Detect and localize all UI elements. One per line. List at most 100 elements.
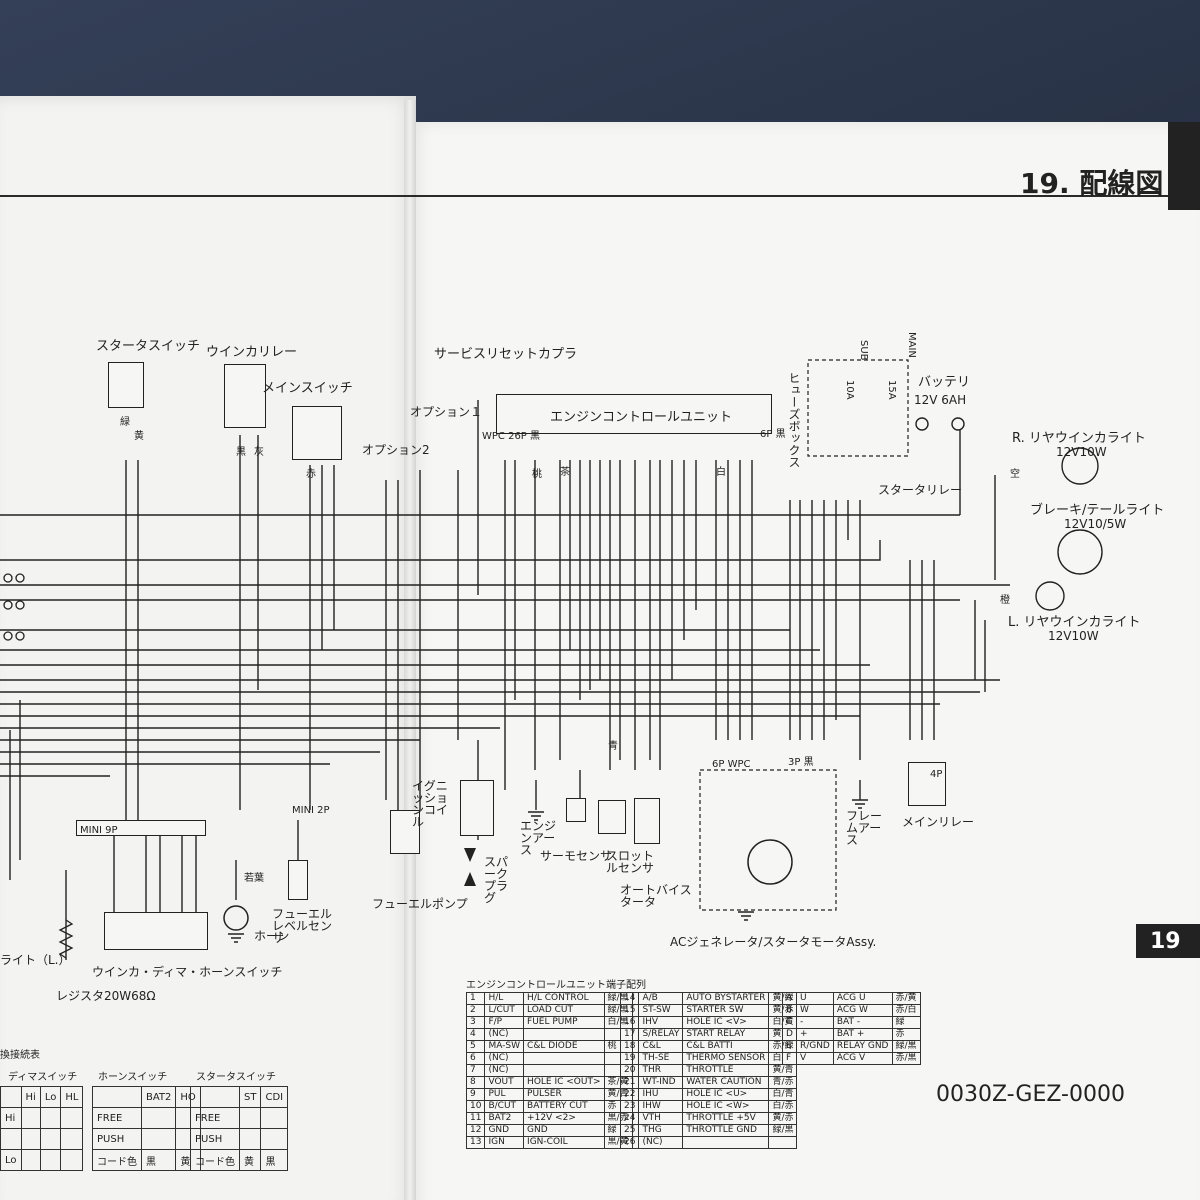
wire-tag: 桃 [532, 469, 542, 480]
pin-row: D+BAT +赤 [782, 1028, 921, 1041]
horn-symbol [223, 905, 249, 931]
auto-bystarter-label: オートバイスタータ [620, 883, 692, 909]
switch-cell: BAT2 [140, 1086, 177, 1108]
switch-cell [140, 1107, 177, 1129]
pin-cell: 9 [465, 1088, 486, 1101]
switch-cell: 黒 [260, 1149, 289, 1171]
pin-row: C-BAT -緑 [782, 1016, 921, 1029]
pin-cell: 白/赤 [768, 1100, 798, 1113]
auto-bystarter-box [598, 800, 626, 834]
connector-pin [3, 573, 13, 583]
pin-cell [523, 1052, 605, 1065]
pin-cell: L/CUT [484, 1004, 525, 1017]
switch-cell: コード色 [190, 1149, 240, 1171]
ignition-coil-label: イグニッションコイル [412, 779, 449, 829]
pin-cell: BAT - [832, 1016, 893, 1029]
switch-cell [238, 1107, 262, 1129]
switch-cell: Hi [0, 1107, 22, 1129]
option2-label: オプション2 [362, 443, 430, 457]
connector-4p-label: 4P [930, 769, 943, 780]
switch-cell: 黒 [140, 1149, 177, 1171]
pin-cell: C [782, 1016, 797, 1029]
switch-row: PUSH [190, 1128, 289, 1150]
resistor-symbol [58, 919, 74, 959]
switch-cell: コード色 [92, 1149, 142, 1171]
switch-cell [190, 1086, 240, 1108]
document-number: 0030Z-GEZ-0000 [936, 1082, 1125, 1107]
pin-cell [768, 1136, 798, 1149]
arrow-up-icon [464, 872, 476, 886]
wire-tag: 若葉 [244, 873, 264, 884]
pin-cell: 白/青 [768, 1088, 798, 1101]
generator-outline [699, 769, 837, 911]
pin-cell: 19 [619, 1052, 640, 1065]
pin-cell: WATER CAUTION [682, 1076, 770, 1089]
ignition-coil-box [460, 780, 494, 836]
horn-label: ホーン [254, 929, 290, 943]
pin-cell: 8 [465, 1076, 486, 1089]
pin-cell: + [795, 1028, 834, 1041]
switch-cell [92, 1086, 142, 1108]
pin-cell: HOLE IC <V> [682, 1016, 770, 1029]
pin-cell: LOAD CUT [523, 1004, 605, 1017]
brake-tail-bulb [1057, 529, 1103, 575]
switch-cell: Lo [0, 1149, 22, 1171]
pin-cell: E [782, 1040, 797, 1053]
pin-cell: F [782, 1052, 797, 1065]
mini-2p-label: MINI 2P [292, 805, 330, 816]
pin-cell: THROTTLE [682, 1064, 770, 1077]
pin-cell: 赤 [891, 1028, 921, 1041]
pin-cell: B/CUT [484, 1100, 525, 1113]
wire-tag: 空 [1010, 469, 1020, 480]
pin-cell: BATTERY CUT [523, 1100, 605, 1113]
switch-cell: ST [238, 1086, 262, 1108]
arrow-down-icon [464, 848, 476, 862]
pin-cell: IGN [484, 1136, 525, 1149]
pin-cell: PUL [484, 1088, 525, 1101]
connector-pin [15, 600, 25, 610]
starter-switch-box [108, 362, 144, 408]
switch-cell [39, 1107, 62, 1129]
pin-cell: F/P [484, 1016, 525, 1029]
battery-spec: 12V 6AH [914, 393, 967, 407]
pin-cell: THERMO SENSOR [682, 1052, 770, 1065]
pin-cell: B [782, 1004, 797, 1017]
battery-minus-terminal [951, 417, 965, 431]
pin-cell: 5 [465, 1040, 486, 1053]
switch-cell [60, 1107, 84, 1129]
throttle-sensor-label: スロットルセンサ [606, 849, 655, 875]
ecu-pin-table-title: エンジンコントロールユニット端子配列 [466, 980, 646, 991]
pin-cell: 18 [619, 1040, 640, 1053]
connector-pin [3, 600, 13, 610]
ground-icon [852, 799, 868, 809]
switch-cell [260, 1107, 289, 1129]
fuse-box-outline [807, 359, 909, 457]
throttle-sensor-box [634, 798, 660, 844]
pin-cell: 23 [619, 1100, 640, 1113]
pin-row: 4(NC) [465, 1028, 633, 1041]
pin-cell: W [795, 1004, 834, 1017]
switch-row: FREE [92, 1107, 201, 1129]
pin-cell: 緑 [891, 1016, 921, 1029]
thermo-sensor-box [566, 798, 586, 822]
frame-earth-label: フレームアース [846, 809, 883, 847]
pin-cell: 15 [619, 1004, 640, 1017]
wire-tag: 橙 [1000, 595, 1010, 606]
pin-cell: TH-SE [638, 1052, 684, 1065]
pin-cell: THROTTLE GND [682, 1124, 770, 1137]
pin-cell: 25 [619, 1124, 640, 1137]
switch-row: Hi [0, 1107, 84, 1129]
